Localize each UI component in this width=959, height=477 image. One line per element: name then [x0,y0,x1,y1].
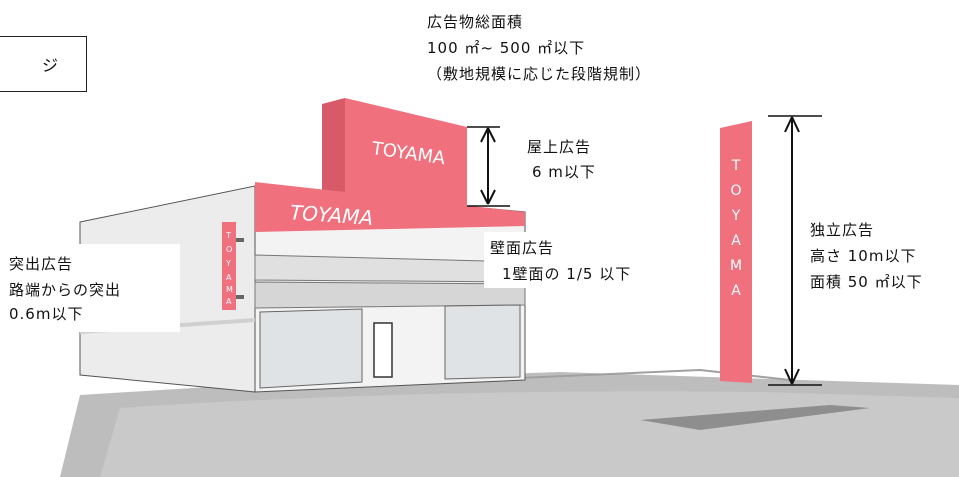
front-door [373,322,393,378]
wall-sign [255,182,525,232]
svg-text:T: T [225,231,231,240]
svg-text:T: T [731,158,741,174]
projecting-name: 突出広告 [9,255,74,273]
svg-text:Y: Y [731,208,741,224]
wall-name: 壁面広告 [490,239,555,257]
pole-dim-arrow-down [784,368,800,385]
corner-box: ジ [0,36,87,92]
standalone-area: 面積 50 ㎡以下 [810,273,923,291]
corner-box-text: ジ [41,56,58,75]
pole-sign [720,121,752,383]
svg-text:A: A [226,273,232,282]
svg-text:M: M [730,258,742,274]
rooftop-dim-arrow-up [480,127,496,143]
rooftop-name: 屋上広告 [527,138,592,156]
wall-sign-text: TOYAMA [289,200,374,230]
svg-text:A: A [731,283,741,299]
wall-limit: 1壁面の 1/5 以下 [502,265,632,283]
rooftop-sign-side [322,98,345,200]
projecting-sign [222,222,236,310]
curb-arrow [640,405,870,430]
projecting-sign-bracket-bottom [236,295,244,299]
pole-sign-letters: TOY AMA [730,158,742,299]
total-range: 100 ㎡~ 500 ㎡以下 [427,39,586,57]
svg-text:O: O [226,245,232,254]
svg-text:A: A [731,233,741,249]
wall-label-bg [484,232,694,288]
projecting-desc: 路端からの突出 [9,281,122,299]
rooftop-limit: 6 m以下 [532,163,596,181]
total-note: （敷地規模に応じた段階規制） [427,65,652,83]
curb-line [519,368,791,381]
total-title: 広告物総面積 [427,13,524,31]
front-band-2 [254,281,526,309]
standalone-height: 高さ 10m以下 [810,247,917,265]
rooftop-sign [345,98,467,206]
front-window-left [259,308,363,389]
projecting-label-bg [0,244,180,332]
svg-text:M: M [226,285,233,294]
rooftop-dim-arrow-down [480,189,496,205]
road-lighter-band [100,391,959,477]
svg-text:A: A [226,297,232,306]
svg-text:Y: Y [225,259,231,268]
standalone-name: 独立広告 [810,221,875,239]
projecting-sign-bracket-top [236,238,244,242]
svg-text:O: O [730,183,741,199]
pole-dim-arrow-up [784,116,800,133]
projecting-sign-letters: TOY AMA [225,231,233,306]
projecting-limit: 0.6m以下 [9,305,84,323]
front-window-right [444,304,521,380]
